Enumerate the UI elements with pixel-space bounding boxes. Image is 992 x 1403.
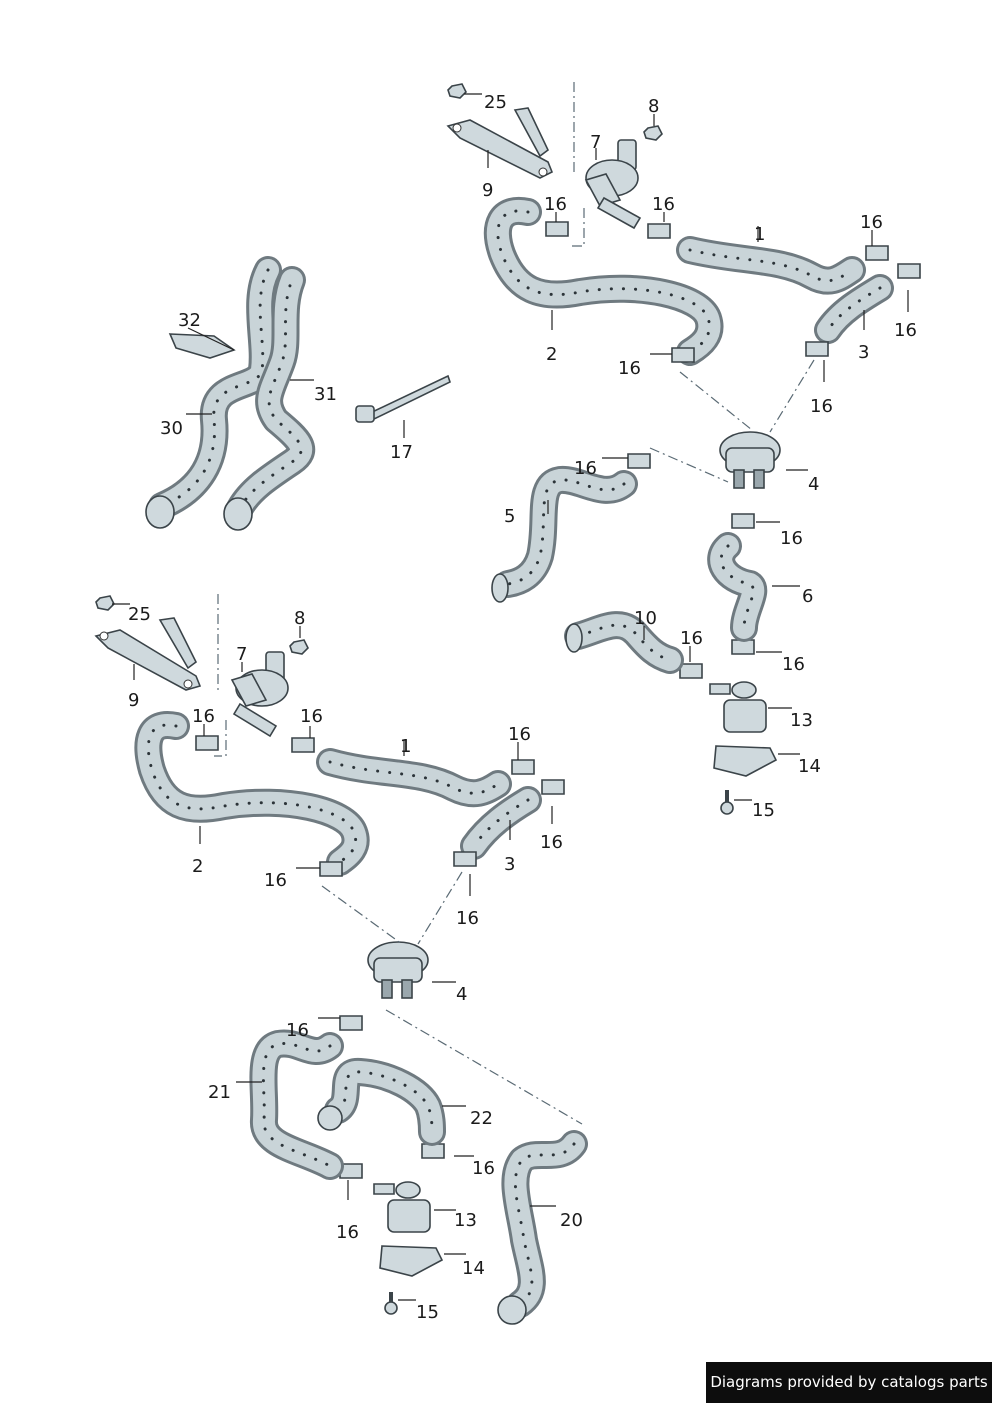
credit-banner: Diagrams provided by catalogs parts (706, 1362, 992, 1403)
label-9-bottom: 9 (128, 690, 139, 711)
label-16e-top: 16 (618, 358, 641, 379)
label-3-top: 3 (858, 342, 869, 363)
label-16h-top: 16 (780, 528, 803, 549)
label-16b-top: 16 (652, 194, 675, 215)
pump-13-bottom (373, 1181, 431, 1233)
label-21: 21 (208, 1082, 231, 1103)
label-16i-bottom: 16 (336, 1222, 359, 1243)
hose-6 (707, 532, 768, 642)
hose-3-top (814, 274, 894, 344)
hose-1-top (676, 236, 866, 295)
label-16g-bottom: 16 (286, 1020, 309, 1041)
label-16h-bottom: 16 (472, 1158, 495, 1179)
label-16f-top: 16 (810, 396, 833, 417)
hose-22 (317, 1058, 446, 1146)
bolt-15-top (720, 790, 734, 815)
label-1-bottom: 1 (400, 736, 411, 757)
hose-3-bottom (460, 786, 542, 860)
label-16j-top: 16 (782, 654, 805, 675)
nut-25-top (447, 83, 467, 99)
label-13-bottom: 13 (454, 1210, 477, 1231)
label-10-top: 10 (634, 608, 657, 629)
nut-8-bottom (289, 639, 309, 655)
cover-32 (168, 333, 236, 359)
label-9-top: 9 (482, 180, 493, 201)
nut-25-bottom (95, 595, 115, 611)
hose-10 (564, 611, 684, 674)
hose-2-top (484, 197, 724, 366)
label-16c-top: 16 (860, 212, 883, 233)
label-1-top: 1 (754, 224, 765, 245)
dashline-top-5 (649, 447, 729, 483)
label-5-top: 5 (504, 506, 515, 527)
hose-31 (223, 266, 316, 531)
label-22: 22 (470, 1108, 493, 1129)
label-16a-top: 16 (544, 194, 567, 215)
label-2-bottom: 2 (192, 856, 203, 877)
hose-1-bottom (316, 748, 512, 808)
label-20: 20 (560, 1210, 583, 1231)
label-7-bottom: 7 (236, 644, 247, 665)
valve-7-bottom (230, 651, 289, 738)
label-16c-bottom: 16 (508, 724, 531, 745)
label-16g-top: 16 (574, 458, 597, 479)
dashline-bot-2 (214, 720, 227, 757)
valve-7-top (584, 139, 642, 230)
label-32: 32 (178, 310, 201, 331)
hose-5 (491, 465, 638, 603)
bracket-14-bottom (379, 1245, 444, 1277)
label-3-bottom: 3 (504, 854, 515, 875)
label-16d-bottom: 16 (540, 832, 563, 853)
label-14-top: 14 (798, 756, 821, 777)
hose-21 (249, 1029, 344, 1180)
nut-8-top (643, 125, 663, 141)
cable-tie-17 (355, 374, 451, 423)
label-16e-bottom: 16 (264, 870, 287, 891)
label-16a-bottom: 16 (192, 706, 215, 727)
leader-lines (112, 93, 909, 1301)
label-4-top: 4 (808, 474, 819, 495)
label-25-bottom: 25 (128, 604, 151, 625)
label-16f-bottom: 16 (456, 908, 479, 929)
label-8-top: 8 (648, 96, 659, 117)
dashline-bot-4 (417, 871, 463, 945)
dashline-bot-5 (385, 1009, 583, 1125)
label-16i-top: 16 (680, 628, 703, 649)
valve-4-bottom (367, 941, 429, 999)
label-30: 30 (160, 418, 183, 439)
label-2-top: 2 (546, 344, 557, 365)
clamp-16-top-group (545, 221, 921, 679)
dashline-bot-3 (321, 885, 403, 945)
label-6-top: 6 (802, 586, 813, 607)
dashline-top-4 (769, 359, 815, 433)
label-13-top: 13 (790, 710, 813, 731)
label-8-bottom: 8 (294, 608, 305, 629)
bracket-9-bottom (94, 617, 202, 691)
label-4-bottom: 4 (456, 984, 467, 1005)
label-17: 17 (390, 442, 413, 463)
label-15-top: 15 (752, 800, 775, 821)
label-25-top: 25 (484, 92, 507, 113)
bracket-14-top (713, 745, 778, 777)
label-14-bottom: 14 (462, 1258, 485, 1279)
hose-30 (145, 256, 282, 529)
callout-labels: 25 8 7 9 16 16 1 16 16 2 3 16 16 4 16 5 … (128, 92, 917, 1323)
hose-2-bottom (134, 711, 370, 876)
dashline-top-2 (570, 208, 585, 247)
label-16b-bottom: 16 (300, 706, 323, 727)
label-16d-top: 16 (894, 320, 917, 341)
label-7-top: 7 (590, 132, 601, 153)
valve-4-top (719, 431, 781, 489)
pump-13-top (709, 681, 767, 733)
dashline-top-3 (679, 371, 753, 431)
bolt-15-bottom (384, 1292, 398, 1315)
label-15-bottom: 15 (416, 1302, 439, 1323)
label-31: 31 (314, 384, 337, 405)
hose-20 (497, 1130, 588, 1325)
bracket-9-top (446, 107, 554, 179)
